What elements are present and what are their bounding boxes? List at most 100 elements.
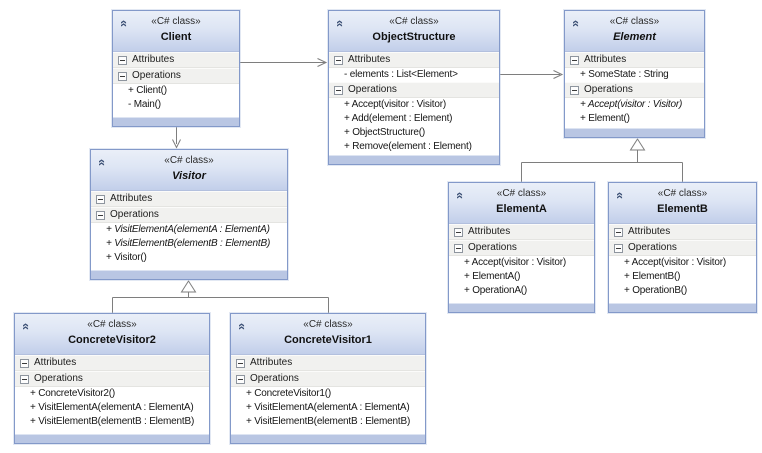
class-stereotype: «C# class»	[164, 155, 214, 166]
class-visitor[interactable]: « «C# class» Visitor Attributes Operatio…	[90, 149, 288, 280]
collapse-chevron-icon[interactable]: «	[453, 191, 468, 200]
bottom-strip	[113, 117, 239, 126]
operations-section[interactable]: Operations	[91, 207, 287, 223]
operations-section[interactable]: Operations	[231, 371, 425, 387]
class-elementb[interactable]: « «C# class» ElementB Attributes Operati…	[608, 182, 757, 313]
collapse-chevron-icon[interactable]: «	[235, 322, 250, 331]
collapse-minus-icon[interactable]	[236, 374, 245, 384]
collapse-minus-icon[interactable]	[334, 55, 343, 65]
attributes-section[interactable]: Attributes	[113, 52, 239, 68]
collapse-minus-icon[interactable]	[614, 243, 623, 253]
member-row[interactable]: + ConcreteVisitor1()	[246, 388, 332, 399]
member-row[interactable]: + ElementA()	[464, 271, 521, 282]
class-stereotype: «C# class»	[389, 16, 439, 27]
class-client[interactable]: « «C# class» Client Attributes Operation…	[112, 10, 240, 127]
member-row[interactable]: + Add(element : Element)	[344, 113, 453, 124]
member-row[interactable]: + OperationB()	[624, 285, 688, 296]
attributes-section[interactable]: Attributes	[91, 191, 287, 207]
class-name: ConcreteVisitor1	[284, 334, 372, 346]
member-row[interactable]: + Client()	[128, 85, 167, 96]
class-element[interactable]: « «C# class» Element Attributes + SomeSt…	[564, 10, 705, 138]
member-row[interactable]: + ObjectStructure()	[344, 127, 425, 138]
section-label: Attributes	[250, 357, 293, 368]
class-objectstructure[interactable]: « «C# class» ObjectStructure Attributes …	[328, 10, 500, 165]
collapse-minus-icon[interactable]	[20, 358, 29, 368]
operations-section[interactable]: Operations	[565, 82, 704, 98]
member-row[interactable]: - Main()	[128, 99, 161, 110]
collapse-chevron-icon[interactable]: «	[333, 19, 348, 28]
collapse-minus-icon[interactable]	[454, 227, 463, 237]
collapse-minus-icon[interactable]	[96, 210, 105, 220]
operations-section[interactable]: Operations	[113, 68, 239, 84]
class-concretevisitor1[interactable]: « «C# class» ConcreteVisitor1 Attributes…	[230, 313, 426, 444]
attributes-section[interactable]: Attributes	[609, 224, 756, 240]
operations-section[interactable]: Operations	[329, 82, 499, 98]
section-label: Operations	[584, 84, 633, 95]
collapse-minus-icon[interactable]	[614, 227, 623, 237]
generalization-concretevisitors-to-visitor[interactable]	[112, 280, 329, 313]
section-label: Attributes	[348, 54, 391, 65]
collapse-minus-icon[interactable]	[118, 71, 127, 81]
operations-section[interactable]: Operations	[449, 240, 594, 256]
collapse-chevron-icon[interactable]: «	[569, 19, 584, 28]
member-row[interactable]: + VisitElementB(elementB : ElementB)	[30, 416, 195, 427]
bottom-strip	[329, 155, 499, 164]
collapse-chevron-icon[interactable]: «	[613, 191, 628, 200]
collapse-chevron-icon[interactable]: «	[19, 322, 34, 331]
member-row[interactable]: + Accept(visitor : Visitor)	[580, 99, 683, 110]
generalization-elementa-elementb-to-element[interactable]	[521, 138, 683, 182]
class-concretevisitor1-header: « «C# class» ConcreteVisitor1	[231, 314, 425, 355]
attributes-section[interactable]: Attributes	[15, 355, 209, 371]
association-objectstructure-element[interactable]	[500, 70, 564, 79]
operations-section[interactable]: Operations	[609, 240, 756, 256]
collapse-minus-icon[interactable]	[334, 85, 343, 95]
member-row[interactable]: - elements : List<Element>	[344, 69, 458, 80]
member-row[interactable]: + VisitElementB(elementB : ElementB)	[246, 416, 411, 427]
collapse-minus-icon[interactable]	[20, 374, 29, 384]
member-row[interactable]: + Remove(element : Element)	[344, 141, 472, 152]
member-row[interactable]: + ConcreteVisitor2()	[30, 388, 116, 399]
collapse-minus-icon[interactable]	[570, 55, 579, 65]
collapse-minus-icon[interactable]	[118, 55, 127, 65]
attributes-section[interactable]: Attributes	[565, 52, 704, 68]
bottom-strip	[91, 270, 287, 279]
member-row[interactable]: + Visitor()	[106, 252, 147, 263]
member-row[interactable]: + Element()	[580, 113, 630, 124]
class-elementa[interactable]: « «C# class» ElementA Attributes Operati…	[448, 182, 595, 313]
association-client-visitor[interactable]	[172, 127, 181, 149]
class-stereotype: «C# class»	[87, 319, 137, 330]
collapse-minus-icon[interactable]	[454, 243, 463, 253]
member-row[interactable]: + Accept(visitor : Visitor)	[464, 257, 566, 268]
class-concretevisitor2[interactable]: « «C# class» ConcreteVisitor2 Attributes…	[14, 313, 210, 444]
class-stereotype: «C# class»	[151, 16, 201, 27]
member-row[interactable]: + VisitElementA(elementA : ElementA)	[246, 402, 410, 413]
attributes-section[interactable]: Attributes	[449, 224, 594, 240]
member-row[interactable]: + SomeState : String	[580, 69, 669, 80]
section-label: Operations	[628, 242, 677, 253]
member-row[interactable]: + VisitElementB(elementB : ElementB)	[106, 238, 271, 249]
section-label: Operations	[132, 70, 181, 81]
collapse-minus-icon[interactable]	[96, 194, 105, 204]
association-client-objectstructure[interactable]	[240, 58, 328, 67]
collapse-chevron-icon[interactable]: «	[117, 19, 132, 28]
member-row[interactable]: + Accept(visitor : Visitor)	[624, 257, 726, 268]
operations-section[interactable]: Operations	[15, 371, 209, 387]
collapse-minus-icon[interactable]	[570, 85, 579, 95]
inheritance-triangle-icon	[629, 138, 646, 151]
member-row[interactable]: + VisitElementA(elementA : ElementA)	[106, 224, 270, 235]
member-row[interactable]: + OperationA()	[464, 285, 528, 296]
collapse-minus-icon[interactable]	[236, 358, 245, 368]
attributes-section[interactable]: Attributes	[231, 355, 425, 371]
class-stereotype: «C# class»	[303, 319, 353, 330]
section-label: Operations	[110, 209, 159, 220]
bottom-strip	[15, 434, 209, 443]
class-name: Element	[613, 31, 656, 43]
section-label: Attributes	[584, 54, 627, 65]
member-row[interactable]: + Accept(visitor : Visitor)	[344, 99, 446, 110]
collapse-chevron-icon[interactable]: «	[95, 158, 110, 167]
member-row[interactable]: + VisitElementA(elementA : ElementA)	[30, 402, 194, 413]
attributes-section[interactable]: Attributes	[329, 52, 499, 68]
class-name: ConcreteVisitor2	[68, 334, 156, 346]
member-row[interactable]: + ElementB()	[624, 271, 681, 282]
section-label: Attributes	[468, 226, 511, 237]
